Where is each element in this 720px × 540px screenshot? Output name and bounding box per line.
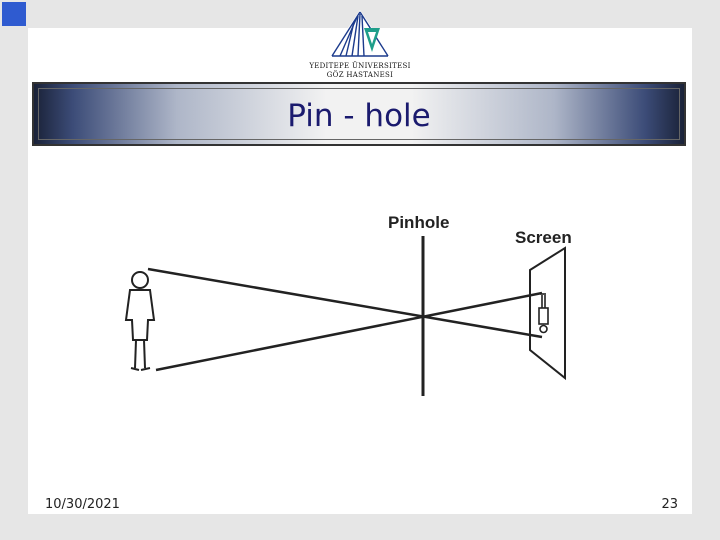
pinhole-diagram: Pinhole Screen [110, 200, 600, 420]
title-banner: Pin - hole [32, 82, 686, 146]
slide-frame-bottom [0, 514, 720, 540]
ray-head-to-image-bottom [148, 269, 542, 337]
footer-page-number: 23 [658, 497, 678, 512]
screen-label: Screen [515, 228, 572, 247]
slide-title: Pin - hole [34, 98, 684, 134]
footer-date: 10/30/2021 [45, 497, 120, 512]
slide-frame-right [692, 0, 720, 540]
pinhole-label: Pinhole [388, 213, 449, 232]
corner-accent-square [2, 2, 26, 26]
slide-frame-left [0, 0, 28, 540]
university-pyramid-logo [320, 8, 400, 60]
standing-person-icon [126, 272, 154, 370]
university-name: YEDITEPE ÜNIVERSITESI GÖZ HASTANESI [280, 62, 440, 80]
university-name-line1: YEDITEPE ÜNIVERSITESI [280, 62, 440, 71]
university-name-line2: GÖZ HASTANESI [280, 71, 440, 80]
